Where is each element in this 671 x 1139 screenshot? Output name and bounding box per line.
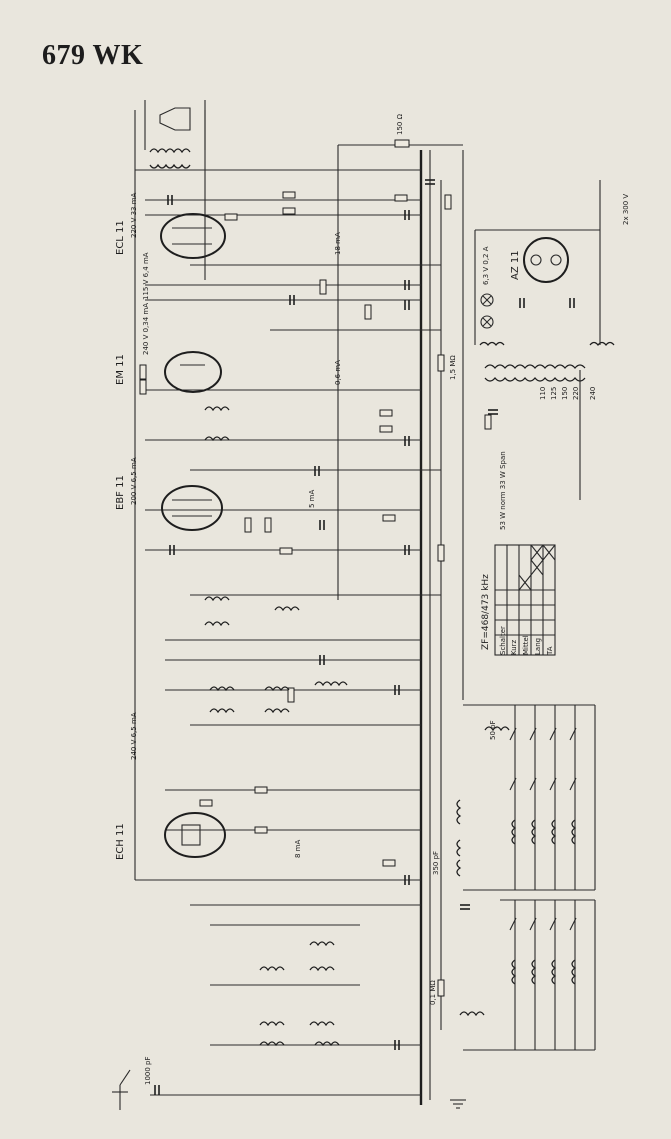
switch-row-kurz: Kurz	[510, 639, 518, 655]
res-label-3: 0,1 MΩ	[429, 980, 437, 1005]
voltage-label-ebf: 200 V 6,5 mA	[130, 457, 138, 505]
cap-label-2: 350 pF	[432, 851, 440, 875]
cap-label-3: 1000 pF	[144, 1056, 152, 1085]
voltage-label-ecl-1: 220 V 33 mA	[130, 192, 138, 238]
tube-ebf11	[161, 485, 223, 531]
switch-row-ta: TA	[546, 646, 554, 656]
switch-row-lang: Lang	[534, 638, 542, 655]
mains-tap-150: 150	[561, 387, 569, 400]
voltage-label-em: 240 V 0,34 mA	[142, 303, 150, 355]
tube-label-em11: EM 11	[115, 354, 126, 385]
antenna-symbol	[112, 1069, 131, 1110]
tube-label-az11: AZ 11	[510, 250, 521, 280]
current-label-ecl: 18 mA	[334, 232, 342, 255]
tube-label-ecl11: ECL 11	[115, 220, 126, 255]
band-switches	[509, 705, 577, 1050]
tube-label-ech11: ECH 11	[115, 823, 126, 860]
voltage-label-ech: 240 V 6,5 mA	[130, 712, 138, 760]
resistors	[139, 139, 492, 997]
tube-az11	[523, 237, 569, 283]
tube-label-ebf11: EBF 11	[115, 475, 126, 510]
power-transformer	[484, 364, 586, 370]
output-transformer	[149, 148, 191, 154]
power-label: 53 W norm 33 W Span	[499, 451, 507, 530]
speaker-symbol	[159, 107, 191, 131]
rectifier-label: 6,3 V 0,2 A	[482, 246, 490, 285]
voltage-label-ecl-2: 115 V 6,4 mA	[142, 252, 150, 300]
tube-em11	[164, 351, 222, 393]
mains-tap-125: 125	[550, 387, 558, 400]
tube-ecl11	[160, 213, 226, 259]
cap-label-1: 50 pF	[489, 720, 497, 740]
current-label-ebf: 5 mA	[308, 490, 316, 508]
ground-symbol	[450, 1099, 466, 1109]
transformer-label: 2x 300 V	[622, 194, 630, 225]
mains-tap-220: 220	[572, 387, 580, 400]
page-title: 679 WK	[42, 40, 144, 71]
if-frequency-label: ZF=468/473 kHz	[481, 574, 491, 650]
switch-table	[494, 544, 556, 656]
res-label-1: 150 Ω	[396, 113, 404, 135]
mains-tap-240: 240	[589, 387, 597, 400]
pilot-lamp-1	[480, 293, 494, 307]
res-label-2: 1,5 MΩ	[449, 355, 457, 380]
mains-tap-110: 110	[539, 387, 547, 400]
switch-row-mittel: Mittel	[522, 635, 530, 655]
switch-table-header: Schalter	[499, 626, 507, 655]
inductors	[204, 406, 577, 1047]
capacitors	[154, 179, 575, 1095]
current-label-ech: 8 mA	[294, 840, 302, 858]
tube-ech11	[164, 812, 226, 858]
pilot-lamp-2	[480, 315, 494, 329]
current-label-em: 0,6 mA	[334, 360, 342, 385]
